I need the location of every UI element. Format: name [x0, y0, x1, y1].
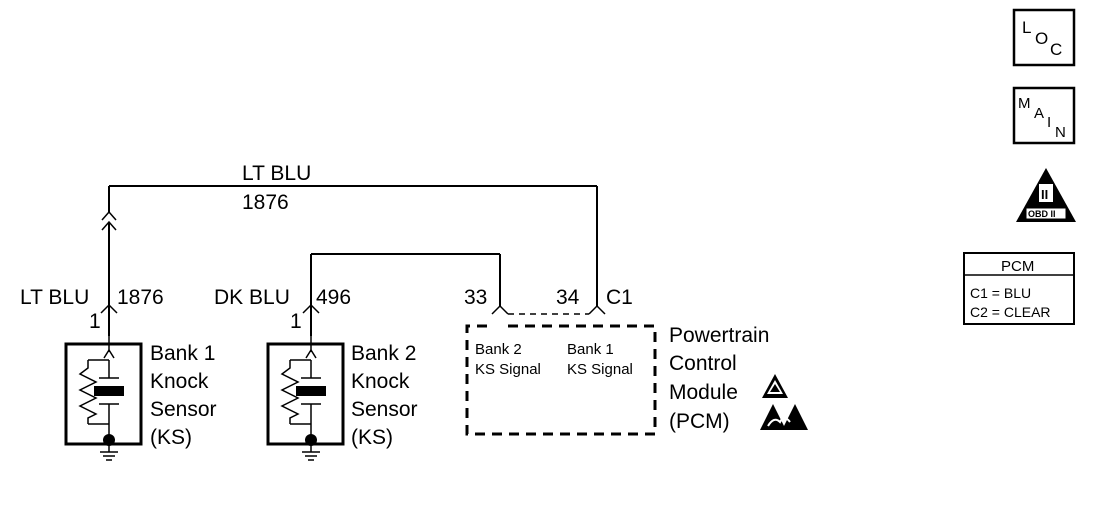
pcm-name-line2: Control — [669, 352, 737, 375]
wire-lt-blu-1876-loop — [101, 185, 598, 306]
loc-icon-letter-3: C — [1050, 40, 1062, 59]
bank1-knock-sensor — [64, 336, 143, 461]
pcm-name-line4: (PCM) — [669, 410, 730, 433]
pcm-name-line3: Module — [669, 381, 738, 404]
main-icon-letter-3: I — [1047, 114, 1051, 131]
bank2-pin-terminal — [302, 303, 320, 314]
main-icon-letter-2: A — [1034, 105, 1044, 122]
bank1-sensor-label-line1: Bank 1 — [150, 342, 215, 365]
main-icon[interactable]: M A I N — [1012, 86, 1076, 145]
pcm-bank1-signal-line1: Bank 1 — [567, 341, 614, 358]
pcm-bank1-signal-line2: KS Signal — [567, 361, 633, 378]
bank2-sensor-label-line4: (KS) — [351, 426, 393, 449]
pcm-name-line1: Powertrain — [669, 324, 769, 347]
bank1-sensor-label-line3: Sensor — [150, 398, 217, 421]
bank1-sensor-label-line4: (KS) — [150, 426, 192, 449]
top-wire-circuit-label: 1876 — [242, 191, 289, 214]
obd-numeral: II — [1041, 187, 1048, 202]
wire-dk-blu-496 — [310, 253, 501, 336]
pcm-bank2-signal-line1: Bank 2 — [475, 341, 522, 358]
mid-wire-circuit-label: 496 — [316, 286, 351, 309]
bank1-sensor-label-line2: Knock — [150, 370, 209, 393]
loc-icon[interactable]: L O C — [1012, 8, 1076, 67]
pcm-pin-33-terminal — [491, 304, 509, 315]
esd-hand-warning-icon — [760, 404, 808, 430]
loc-icon-letter-2: O — [1035, 29, 1048, 48]
top-wire-color-label: LT BLU — [242, 162, 311, 185]
pcm-pin-33-label: 33 — [464, 286, 487, 309]
esd-warning-icon — [762, 374, 788, 398]
pcm-connector-legend: PCM C1 = BLU C2 = CLEAR — [963, 252, 1075, 325]
bank1-pin-label: 1 — [89, 310, 101, 333]
pcm-module-box — [465, 324, 657, 436]
bank2-knock-sensor — [266, 336, 345, 461]
pcm-bank2-signal-line2: KS Signal — [475, 361, 541, 378]
bank2-sensor-label-line2: Knock — [351, 370, 410, 393]
pcm-pin-34-label: 34 — [556, 286, 580, 309]
left-wire-color-label: LT BLU — [20, 286, 89, 309]
mid-wire-color-label: DK BLU — [214, 286, 290, 309]
bank2-sensor-label-line1: Bank 2 — [351, 342, 416, 365]
pcm-legend-row2: C2 = CLEAR — [970, 304, 1051, 320]
bank2-sensor-label-line3: Sensor — [351, 398, 418, 421]
loc-icon-letter-1: L — [1022, 18, 1031, 37]
main-icon-letter-4: N — [1055, 124, 1066, 141]
obd-ii-icon[interactable]: II OBD II — [1016, 168, 1076, 222]
bank2-pin-label: 1 — [290, 310, 302, 333]
pcm-pin-34-terminal — [588, 304, 606, 315]
pcm-legend-title: PCM — [1001, 258, 1034, 275]
pcm-connector-label: C1 — [606, 286, 633, 309]
obd-label: OBD II — [1028, 209, 1056, 219]
main-icon-letter-1: M — [1018, 95, 1031, 112]
left-wire-circuit-label: 1876 — [117, 286, 164, 309]
pcm-legend-row1: C1 = BLU — [970, 285, 1031, 301]
